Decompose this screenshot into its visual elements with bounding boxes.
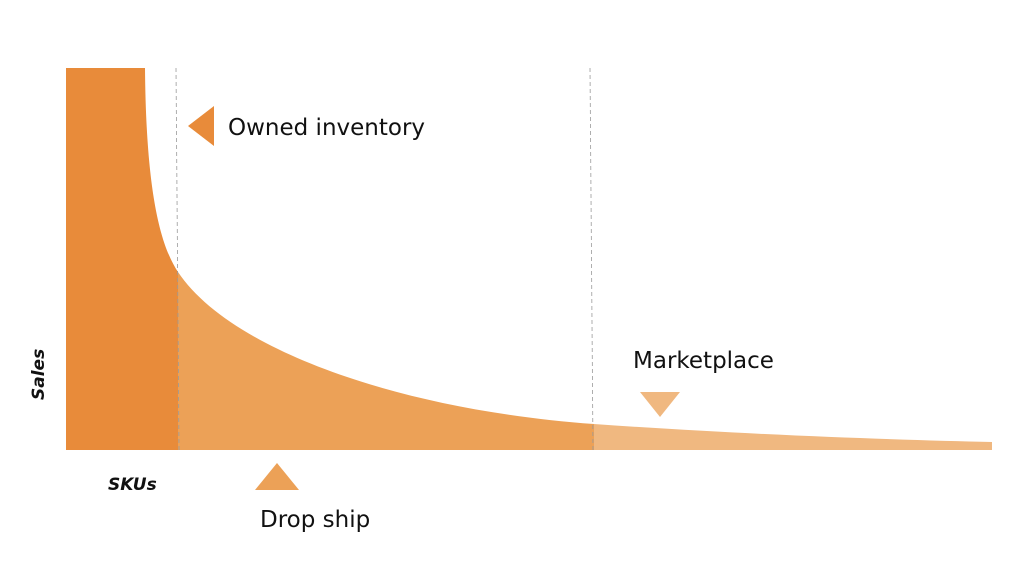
owned-inventory-arrow-icon: [188, 106, 214, 146]
divider-dropship-marketplace: [589, 67, 594, 451]
x-axis-label: SKUs: [108, 475, 157, 495]
marketplace-arrow-icon: [640, 392, 680, 417]
y-axis-label: Sales: [29, 349, 49, 400]
marketplace-label: Marketplace: [633, 348, 774, 374]
drop-ship-label: Drop ship: [260, 507, 370, 533]
divider-owned-dropship: [175, 67, 180, 451]
drop-ship-arrow-icon: [255, 463, 299, 490]
owned-inventory-label: Owned inventory: [228, 115, 425, 141]
